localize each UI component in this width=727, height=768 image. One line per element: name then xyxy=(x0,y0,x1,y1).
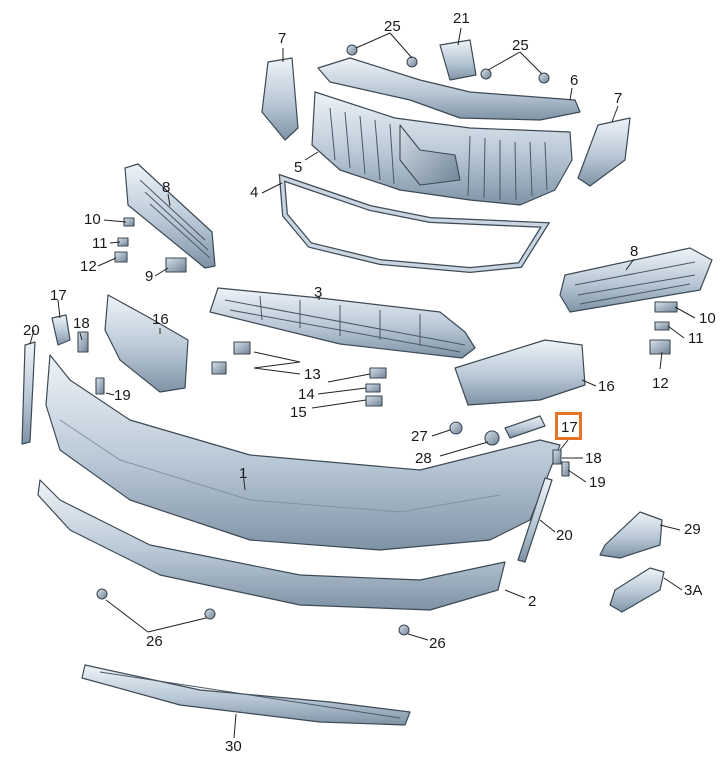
part-8-left-fog-grille xyxy=(124,163,216,269)
part-6-upper-carrier xyxy=(317,57,581,121)
highlighted-callout-label: 17 xyxy=(561,419,578,436)
part-3-lower-grille xyxy=(209,287,476,359)
part-4-grille-frame xyxy=(278,173,551,274)
part-7-left-bracket xyxy=(261,57,299,141)
screw-26 xyxy=(96,588,410,636)
callout-3: 3 xyxy=(314,284,323,301)
part-8-right-fog-grille xyxy=(559,247,713,313)
screw-27 xyxy=(449,421,463,435)
callout-16-left: 16 xyxy=(152,311,169,328)
part-16-left-fog-bracket xyxy=(104,294,189,393)
callout-19-right: 19 xyxy=(589,474,606,491)
callout-2: 2 xyxy=(528,593,537,610)
part-20-right-strip xyxy=(517,477,553,563)
leader-lines xyxy=(29,27,696,739)
highlighted-callout-17[interactable]: 17 xyxy=(555,412,582,440)
callout-26-left: 26 xyxy=(146,633,163,650)
clips xyxy=(51,217,678,477)
callout-3A: 3A xyxy=(684,582,703,599)
callout-21: 21 xyxy=(453,10,470,27)
callout-1: 1 xyxy=(239,465,248,482)
callout-20-left: 20 xyxy=(23,322,40,339)
callout-8-left: 8 xyxy=(162,179,171,196)
callout-9: 9 xyxy=(145,268,154,285)
callout-12-right: 12 xyxy=(652,375,669,392)
callout-11-left: 11 xyxy=(92,235,108,252)
callout-11-right: 11 xyxy=(688,330,704,347)
callout-18-left: 18 xyxy=(73,315,90,332)
callout-20-right: 20 xyxy=(556,527,573,544)
callout-19-left: 19 xyxy=(114,387,131,404)
callout-5: 5 xyxy=(294,159,303,176)
part-3A-cover xyxy=(609,567,665,613)
callout-29: 29 xyxy=(684,521,701,538)
callout-18-right: 18 xyxy=(585,450,602,467)
part-20-left-strip xyxy=(21,341,36,445)
part-2-lower-spoiler xyxy=(37,479,506,611)
callout-6: 6 xyxy=(570,72,579,89)
callout-17-left: 17 xyxy=(50,287,67,304)
callout-25-left: 25 xyxy=(384,18,401,35)
part-21-bracket xyxy=(439,39,477,81)
callout-10-right: 10 xyxy=(699,310,716,327)
callout-7-right: 7 xyxy=(614,90,623,107)
part-16-right-fog-bracket xyxy=(454,339,586,406)
callout-8-right: 8 xyxy=(630,243,639,260)
nut-28 xyxy=(484,430,500,446)
callout-15: 15 xyxy=(290,404,307,421)
callout-12-left: 12 xyxy=(80,258,97,275)
callout-4: 4 xyxy=(250,184,259,201)
callout-14: 14 xyxy=(298,386,315,403)
callout-28: 28 xyxy=(415,450,432,467)
screw-25 xyxy=(346,44,550,84)
part-30-trim-strip xyxy=(81,664,411,726)
part-5-radiator-grille xyxy=(311,91,573,206)
callout-30: 30 xyxy=(225,738,242,755)
callout-13: 13 xyxy=(304,366,321,383)
callout-26-right: 26 xyxy=(429,635,446,652)
part-29-bracket xyxy=(599,511,663,559)
callout-7-left: 7 xyxy=(278,30,287,47)
callout-25-right: 25 xyxy=(512,37,529,54)
callout-27: 27 xyxy=(411,428,428,445)
callout-10-left: 10 xyxy=(84,211,101,228)
callout-16-right: 16 xyxy=(598,378,615,395)
part-1-bumper-cover xyxy=(45,354,561,551)
part-7-right-bracket xyxy=(577,117,631,187)
